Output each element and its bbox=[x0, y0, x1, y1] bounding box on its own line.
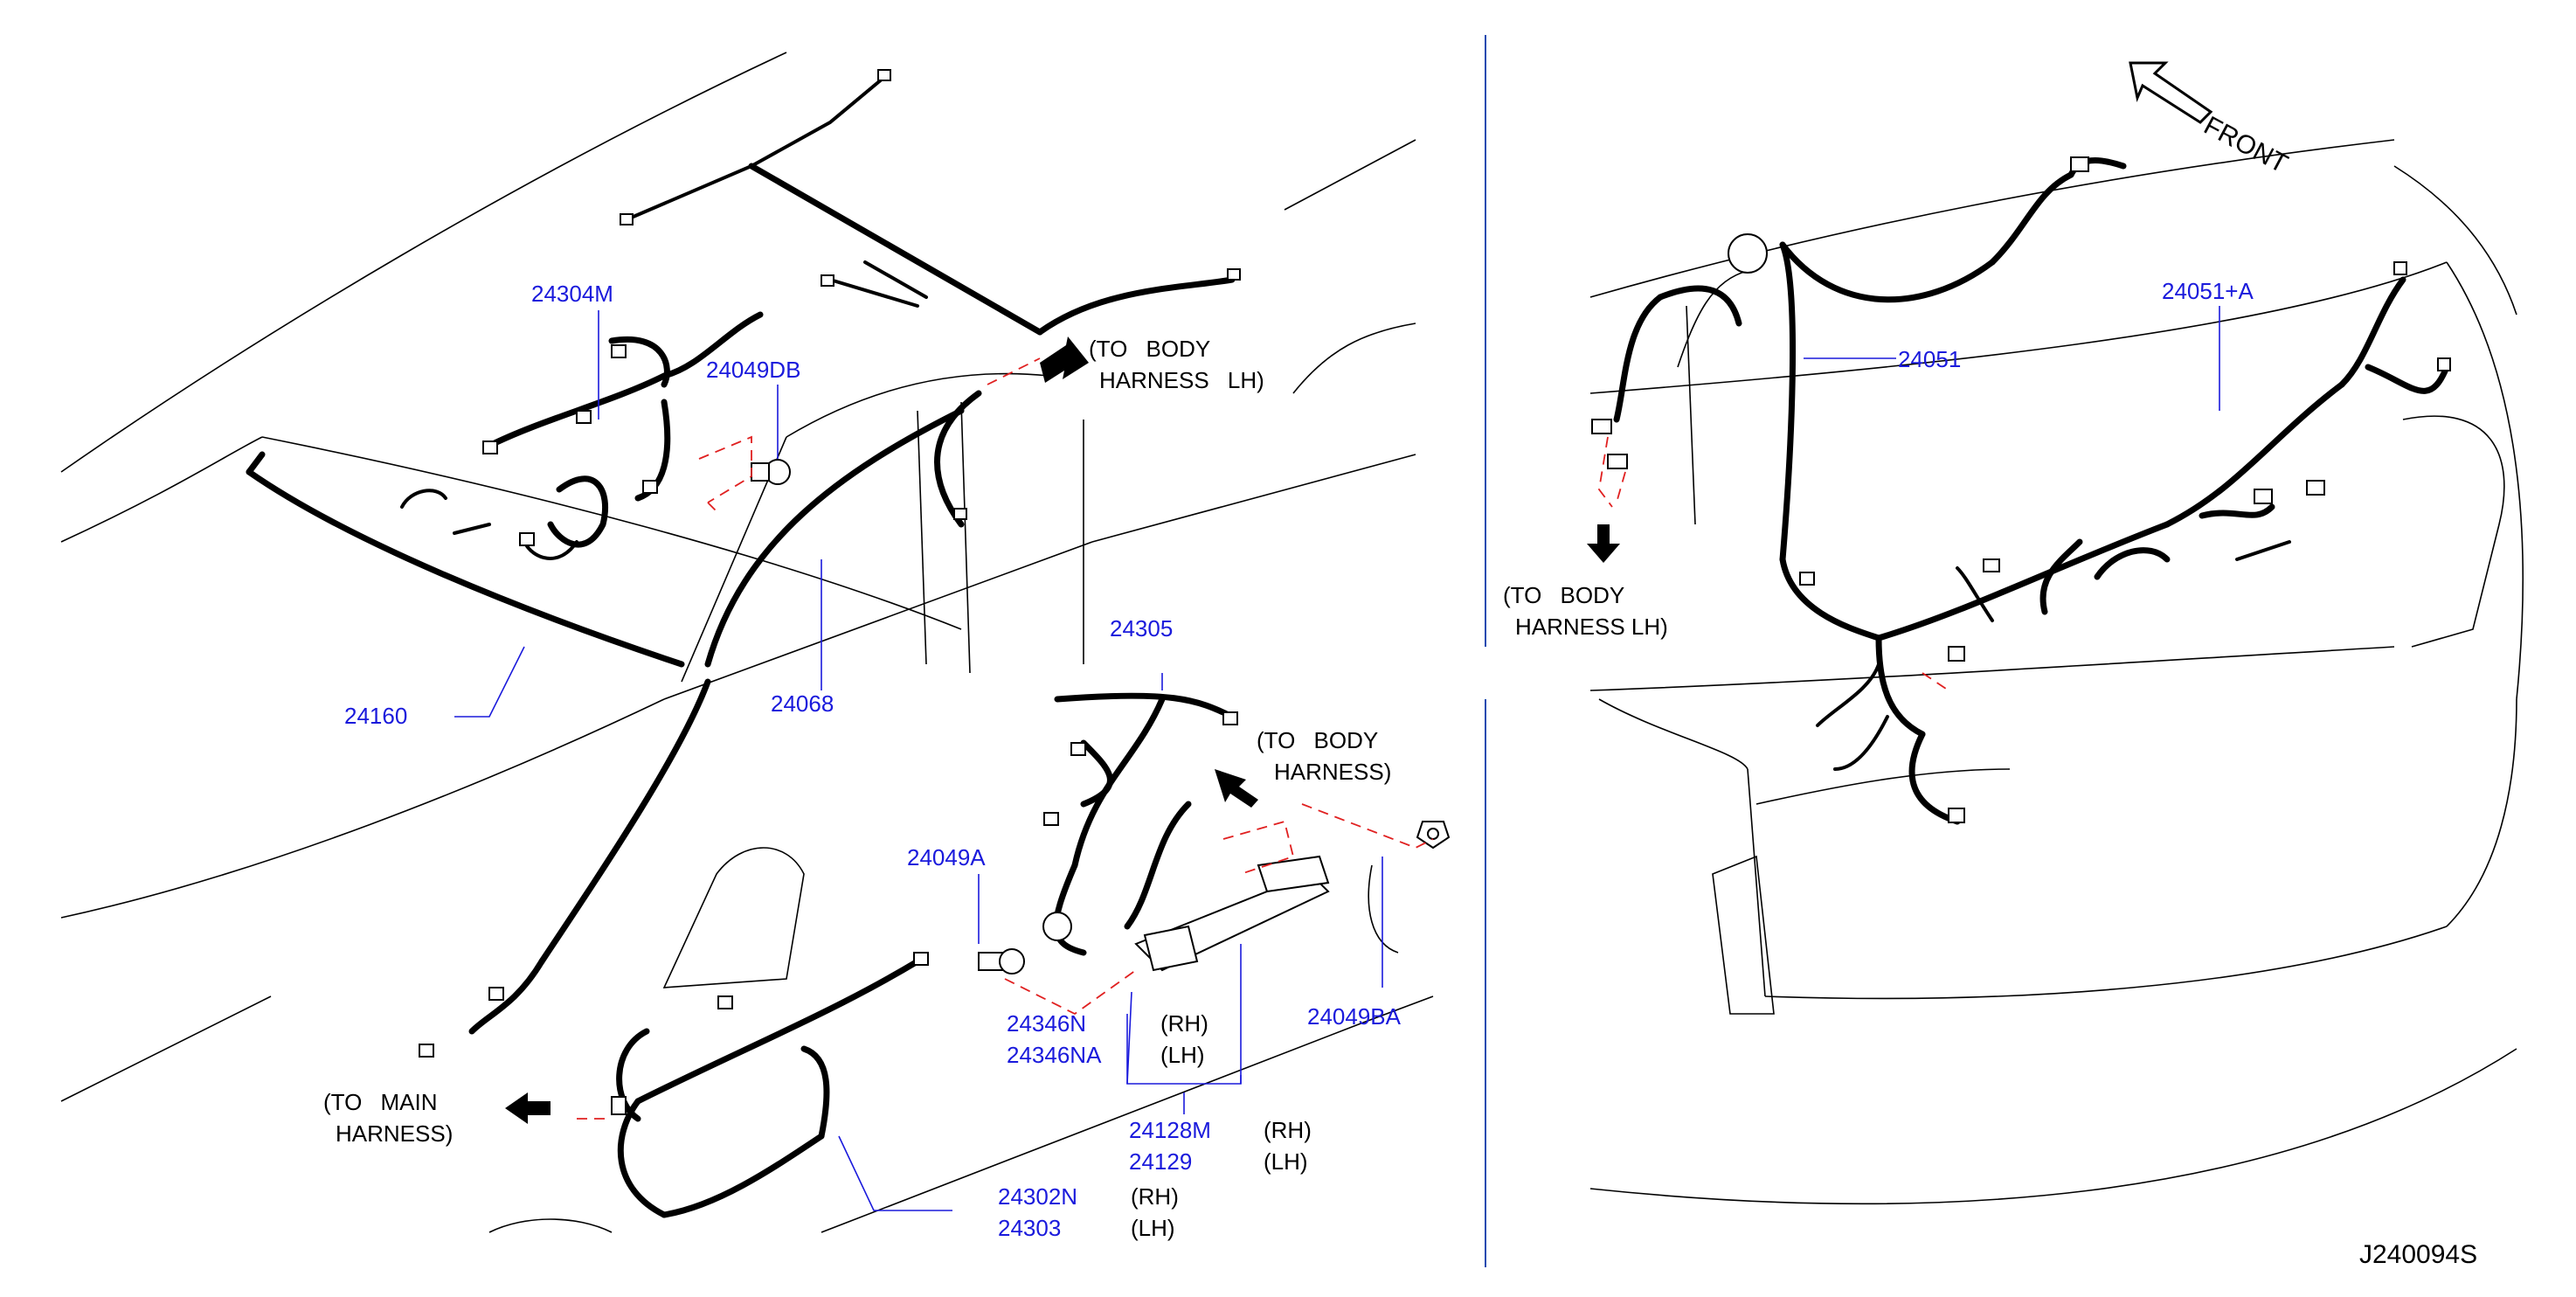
note-to-body-harness-line1: (TO BODY bbox=[1257, 727, 1378, 753]
harness-24051 bbox=[1591, 156, 2127, 825]
left-phantom-lines bbox=[577, 357, 1434, 1120]
note-to-body-harness-line2: HARNESS) bbox=[1274, 759, 1391, 785]
note-rh-24128M: (RH) bbox=[1264, 1117, 1312, 1143]
callout-24303: 24303 bbox=[998, 1215, 1061, 1241]
diagram-id: J240094S bbox=[2359, 1240, 2477, 1269]
callout-24304M: 24304M bbox=[531, 281, 613, 307]
door-harness-24302N bbox=[611, 952, 929, 1218]
callout-24049DB: 24049DB bbox=[706, 357, 800, 383]
arrow-to-body-harness-lh bbox=[1040, 336, 1089, 383]
callout-24128M: 24128M bbox=[1129, 1117, 1211, 1143]
note-to-main-harness-line2: HARNESS) bbox=[336, 1120, 453, 1147]
note-to-body-harness-lh-line1: (TO BODY bbox=[1089, 336, 1210, 362]
harness-24068 bbox=[419, 678, 711, 1058]
callout-24302N: 24302N bbox=[998, 1183, 1077, 1210]
callout-24049BA: 24049BA bbox=[1307, 1003, 1402, 1030]
nut-24049BA bbox=[1416, 821, 1451, 850]
callout-24129: 24129 bbox=[1129, 1148, 1192, 1175]
front-arrow bbox=[2129, 61, 2213, 124]
callout-24051: 24051 bbox=[1898, 346, 1961, 372]
note-to-body-harness-lh-line2: HARNESS LH) bbox=[1099, 367, 1264, 393]
note-to-body-harness-lh-right-line1: (TO BODY bbox=[1503, 582, 1624, 608]
callout-24346N: 24346N bbox=[1007, 1010, 1086, 1037]
note-lh-24129: (LH) bbox=[1264, 1148, 1308, 1175]
left-leader-lines bbox=[454, 310, 1383, 1211]
callout-24051A: 24051+A bbox=[2162, 278, 2254, 304]
arrow-to-body-harness-lh-right bbox=[1587, 524, 1620, 563]
clip-24049DB bbox=[751, 459, 791, 485]
callout-24068: 24068 bbox=[771, 690, 834, 717]
callout-24305: 24305 bbox=[1110, 615, 1173, 642]
note-rh-24346N: (RH) bbox=[1160, 1010, 1208, 1037]
note-rh-24302N: (RH) bbox=[1131, 1183, 1179, 1210]
note-lh-24346NA: (LH) bbox=[1160, 1042, 1205, 1068]
left-vehicle-body-outline bbox=[60, 52, 1434, 1233]
callout-24346NA: 24346NA bbox=[1007, 1042, 1102, 1068]
note-to-main-harness-line1: (TO MAIN bbox=[323, 1089, 438, 1115]
roof-harness bbox=[246, 69, 1241, 668]
callout-24160: 24160 bbox=[344, 703, 407, 729]
harness-24305 bbox=[1042, 692, 1238, 956]
arrow-to-main-harness bbox=[505, 1092, 551, 1124]
door-hinge-bracket-24128M bbox=[1134, 855, 1330, 972]
arrow-to-body-harness bbox=[1215, 769, 1258, 808]
bolt-24049A bbox=[978, 948, 1025, 974]
callout-24049A: 24049A bbox=[907, 844, 986, 870]
note-to-body-harness-lh-right-line2: HARNESS LH) bbox=[1515, 614, 1668, 640]
note-lh-24303: (LH) bbox=[1131, 1215, 1175, 1241]
harness-24051A bbox=[1875, 261, 2451, 662]
right-leader-lines bbox=[1804, 306, 2220, 411]
right-phantom-lines bbox=[1598, 436, 1949, 691]
right-vehicle-body-outline bbox=[1589, 139, 2524, 1205]
front-label: FRONT bbox=[2199, 111, 2293, 179]
harness-24304M bbox=[482, 311, 764, 560]
